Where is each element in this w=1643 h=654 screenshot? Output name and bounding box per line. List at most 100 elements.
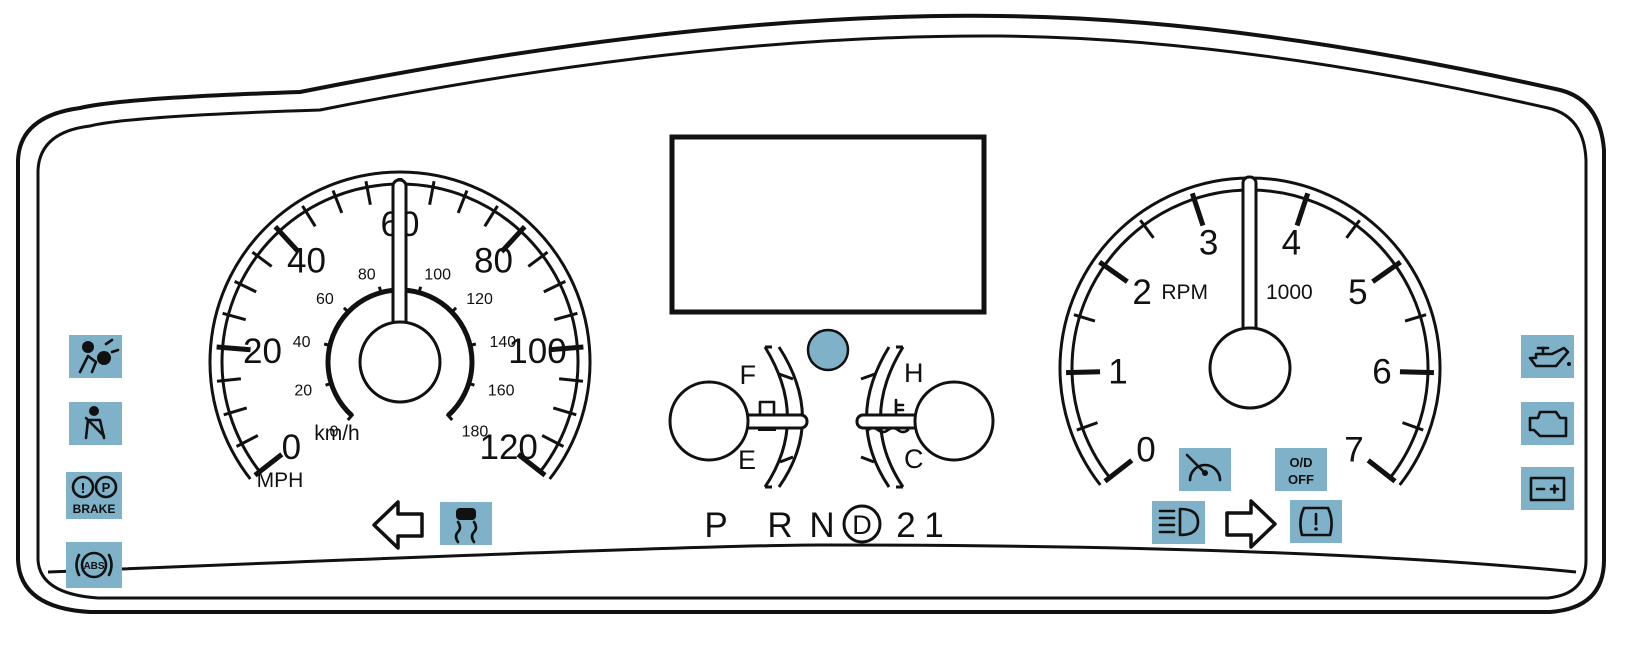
temp-cold-label: C: [904, 444, 924, 474]
mph-minor-tick: [301, 205, 317, 228]
gear-selected-ring: [842, 504, 882, 544]
mph-minor-tick: [527, 250, 549, 268]
rpm-minor-tick: [1139, 219, 1155, 239]
mph-major-tick: [253, 452, 284, 478]
mph-minor-tick: [216, 377, 242, 383]
mph-minor-tick: [456, 190, 469, 214]
mph-minor-tick: [552, 406, 577, 417]
fuel-empty-label: E: [738, 445, 756, 475]
tachometer: 0 1 2 3 4 5 6 7 RPM 1000: [1058, 175, 1442, 486]
kmh-scale-ticks: [323, 286, 477, 421]
cluster-inner-bezel: [36, 34, 1588, 600]
abs-icon: ABS: [66, 542, 122, 588]
kmh-label: 100: [424, 266, 451, 283]
rpm-minor-tick: [1404, 313, 1427, 323]
rpm-label: 4: [1282, 224, 1301, 263]
kmh-label: 120: [466, 291, 493, 308]
temp-hot-label: H: [904, 358, 924, 388]
kmh-label: 0: [329, 423, 338, 440]
tire-pressure-icon: [1290, 500, 1342, 543]
fuel-gauge-hub: [668, 380, 750, 462]
mph-label: 0: [282, 428, 301, 467]
mph-minor-tick: [235, 434, 259, 448]
cruise-control-icon: [1179, 448, 1231, 491]
rpm-major-tick: [1399, 369, 1435, 376]
mph-minor-tick: [223, 406, 248, 417]
kmh-label: 20: [294, 382, 312, 399]
mph-unit-label: MPH: [257, 469, 304, 492]
rpm-major-tick: [1065, 369, 1101, 376]
cluster-lower-face: [47, 543, 1577, 574]
rpm-unit-label: RPM: [1161, 281, 1208, 304]
mph-minor-tick: [558, 377, 584, 383]
fuel-gauge-tick: [778, 372, 794, 381]
rpm-major-tick: [1189, 192, 1206, 227]
temp-gauge-tick: [860, 372, 876, 381]
mph-minor-tick: [331, 190, 344, 214]
gear-d: D: [852, 510, 872, 540]
right-turn-arrow-icon: [1225, 499, 1277, 549]
od-off-icon: O/D OFF: [1275, 448, 1327, 491]
rpm-minor-tick: [1345, 219, 1361, 239]
mph-major-tick: [549, 344, 584, 353]
mph-minor-tick: [483, 205, 499, 228]
rpm-minor-tick: [1076, 421, 1099, 432]
speedometer: 0 20 40 60 80 100 120 0 20 40 60 80 100 …: [208, 170, 592, 492]
kmh-tick: [445, 413, 454, 421]
left-turn-arrow-icon: [372, 500, 424, 550]
mph-major-tick: [273, 225, 301, 254]
rpm-label: 3: [1199, 224, 1218, 263]
temp-gauge-hub: [913, 380, 995, 462]
od-off-line1: O/D: [1289, 455, 1312, 470]
kmh-tick: [417, 286, 423, 295]
rpm-major-tick: [1098, 260, 1129, 284]
rpm-label: 2: [1132, 273, 1151, 312]
mph-label: 40: [287, 242, 326, 281]
mph-minor-tick: [541, 434, 565, 448]
airbag-icon: [69, 335, 122, 378]
svg-text:P: P: [102, 480, 111, 495]
mph-minor-tick: [222, 311, 247, 322]
fuel-gauge-tick: [779, 455, 794, 464]
kmh-tick: [342, 306, 351, 315]
mph-minor-tick: [233, 279, 257, 294]
mph-label: 80: [474, 242, 513, 281]
rpm-major-tick: [1103, 458, 1134, 484]
kmh-label: 140: [490, 334, 517, 351]
mph-label: 20: [243, 332, 282, 371]
mph-label: 120: [479, 428, 537, 467]
mph-label: 100: [508, 332, 566, 371]
check-engine-icon: [1521, 402, 1574, 445]
rpm-label: 1: [1108, 352, 1127, 391]
traction-control-icon: [440, 502, 492, 545]
mph-major-tick: [216, 344, 251, 353]
mph-minor-tick: [364, 180, 372, 206]
gear-1: 1: [924, 506, 943, 545]
seatbelt-icon: [69, 402, 122, 445]
rpm-label: 7: [1344, 430, 1363, 469]
rpm-major-tick: [1371, 260, 1402, 284]
gear-selector: P R N D 2 1: [704, 504, 944, 545]
high-beam-icon: [1152, 501, 1205, 544]
temperature-gauge: H C: [855, 345, 995, 489]
thermometer-icon: [866, 398, 910, 434]
mph-minor-tick: [543, 279, 567, 294]
speedometer-outer-arc: [208, 170, 592, 480]
mph-minor-tick: [428, 180, 436, 206]
rpm-label: 6: [1372, 352, 1391, 391]
fuel-full-label: F: [740, 360, 757, 390]
tachometer-needle: [1241, 175, 1258, 337]
kmh-tick: [377, 286, 383, 295]
brake-text: BRAKE: [73, 502, 116, 516]
kmh-tick: [466, 381, 475, 387]
speedometer-needle: [391, 178, 408, 337]
rpm-label: 0: [1136, 430, 1155, 469]
mph-major-tick: [499, 225, 527, 254]
gear-p: P: [704, 506, 727, 545]
brake-icon: ! P BRAKE: [66, 472, 122, 519]
tachometer-hub: [1208, 326, 1292, 410]
rpm-minor-tick: [1401, 421, 1424, 432]
mph-minor-tick: [251, 250, 273, 268]
kmh-tick: [323, 342, 333, 348]
